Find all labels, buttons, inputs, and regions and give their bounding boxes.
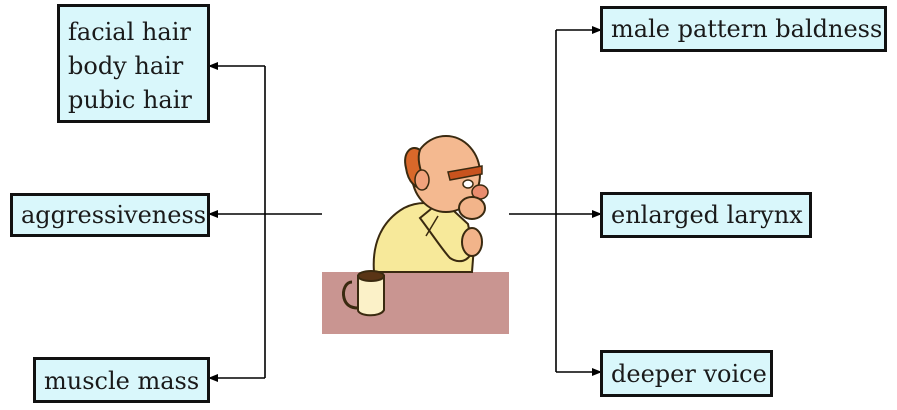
hair-item-facial: facial hair — [68, 18, 191, 46]
eyebrow — [447, 165, 483, 181]
voice-label: deeper voice — [611, 360, 767, 388]
baldness-box: male pattern baldness — [600, 6, 887, 52]
larynx-box: enlarged larynx — [600, 192, 812, 238]
baldness-label: male pattern baldness — [611, 15, 883, 43]
muscle-mass-box: muscle mass — [33, 357, 210, 403]
hair-box: facial hair body hair pubic hair — [57, 4, 210, 123]
table-surface — [322, 272, 509, 334]
aggressiveness-box: aggressiveness — [10, 193, 210, 237]
coffee-mug-icon — [342, 270, 385, 317]
hair-item-pubic: pubic hair — [68, 86, 192, 114]
larynx-label: enlarged larynx — [611, 201, 803, 229]
thinking-man-illustration — [322, 135, 509, 334]
muscle-mass-label: muscle mass — [44, 367, 200, 395]
hand — [461, 227, 483, 257]
aggressiveness-label: aggressiveness — [21, 201, 207, 229]
hair-item-body: body hair — [68, 52, 184, 80]
voice-box: deeper voice — [600, 350, 773, 397]
fist — [458, 196, 486, 220]
